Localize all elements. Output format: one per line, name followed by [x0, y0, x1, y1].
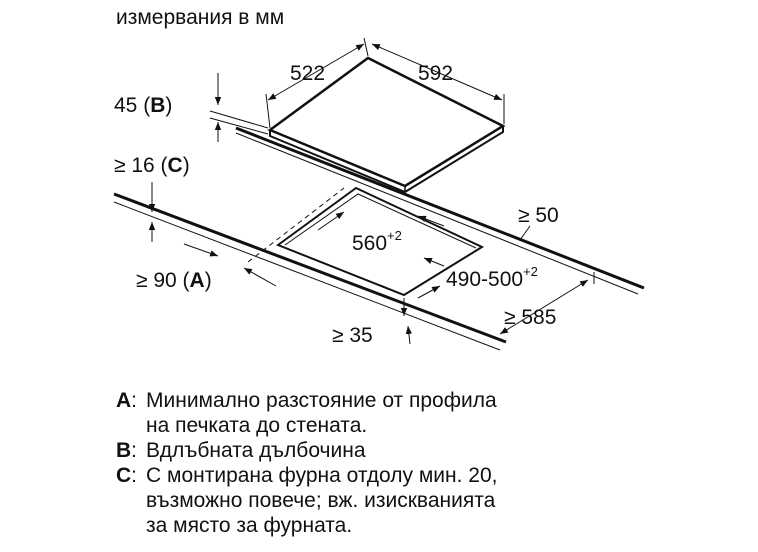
dim-hob-depth — [265, 37, 369, 129]
diagram-title: измервания в мм — [116, 6, 285, 29]
label-hob-width: 592 — [418, 62, 453, 85]
legend-item-a: A: Минимално разстояние от профила на пе… — [116, 389, 497, 437]
label-worktop-depth: ≥ 585 — [504, 306, 556, 329]
legend-item-b: B: Вдлъбната дълбочина — [116, 439, 366, 462]
label-recess: 45 (B) — [114, 94, 172, 117]
legend: A: Минимално разстояние от профила на пе… — [116, 388, 497, 538]
worktop-front — [113, 192, 507, 351]
legend-text-c: С монтирана фурна отдолу мин. 20, възмож… — [146, 464, 498, 537]
label-cutout-width: 560+2 — [352, 228, 402, 255]
worktop-upper — [235, 126, 645, 295]
legend-text-b: Вдлъбната дълбочина — [146, 439, 366, 462]
dim-cutout-width — [317, 211, 445, 231]
dim-front — [400, 298, 413, 345]
dim-recess — [209, 73, 269, 142]
dim-worktop-depth — [499, 272, 595, 335]
label-hob-depth: 522 — [290, 62, 325, 85]
dim-wall — [183, 243, 277, 287]
label-side: ≥ 50 — [518, 204, 559, 227]
legend-key-c: C — [116, 464, 132, 487]
label-front: ≥ 35 — [332, 324, 373, 347]
legend-text-a: Минимално разстояние от профила на печка… — [146, 389, 497, 437]
legend-item-c: C: С монтирана фурна отдолу мин. 20, въз… — [116, 464, 498, 537]
dim-cutout-depth — [417, 257, 445, 299]
wall-projection — [247, 187, 345, 263]
cutout-drawing — [275, 186, 485, 297]
dim-hob-width — [371, 43, 505, 124]
label-rear: ≥ 16 (C) — [114, 154, 190, 177]
legend-key-b: B — [116, 439, 132, 462]
legend-key-a: A — [116, 389, 132, 412]
label-wall: ≥ 90 (A) — [136, 269, 212, 292]
installation-diagram: 522 592 45 (B) ≥ 16 (C) ≥ 50 560+2 490-5… — [113, 37, 645, 351]
dim-side — [519, 225, 531, 241]
label-cutout-depth: 490-500+2 — [446, 264, 538, 291]
